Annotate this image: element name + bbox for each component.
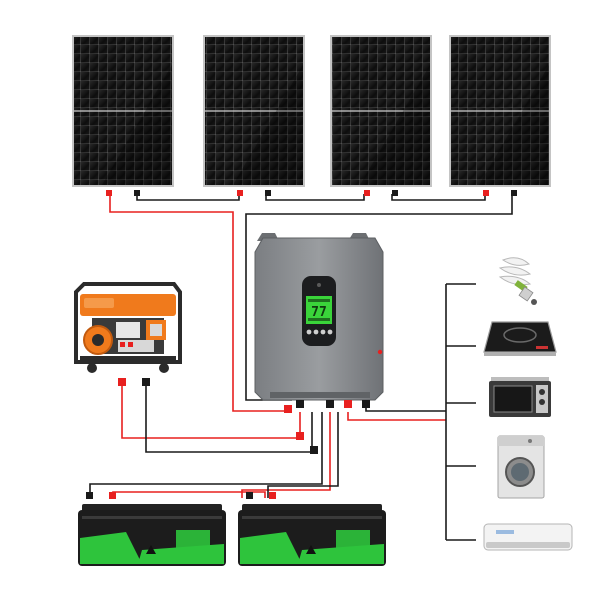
inverter-ac-negative-terminal-icon	[362, 400, 370, 408]
solar-panel	[330, 35, 432, 196]
generator-wires	[121, 384, 313, 453]
panel-negative-terminal-icon	[134, 190, 140, 196]
battery-negative-terminal-icon	[86, 492, 93, 499]
battery	[238, 492, 386, 566]
panel-negative-terminal-icon	[511, 190, 517, 196]
panel-positive-terminal-icon	[364, 190, 370, 196]
inverter-gen-negative-terminal-icon	[310, 446, 318, 454]
hybrid-inverter: 77	[254, 233, 384, 401]
generator-positive-terminal-icon	[118, 378, 126, 386]
generator-negative-terminal-icon	[142, 378, 150, 386]
battery	[78, 492, 226, 566]
battery-bank	[78, 492, 386, 566]
inverter-button-1[interactable]	[306, 329, 312, 335]
panel-positive-terminal-icon	[106, 190, 112, 196]
panel-positive-terminal-icon	[237, 190, 243, 196]
inverter-pv-positive-terminal-icon	[284, 405, 292, 413]
inverter-button-3[interactable]	[320, 329, 326, 335]
air-conditioner-icon	[483, 523, 573, 551]
battery-warning-icon	[146, 545, 156, 554]
inverter-bat-negative-terminal-icon	[326, 400, 334, 408]
inverter-button-2[interactable]	[313, 329, 319, 335]
panel-series-wires	[109, 194, 513, 412]
solar-panel	[203, 35, 305, 196]
solar-panel-array	[72, 35, 551, 196]
inverter-ac-positive-terminal-icon	[344, 400, 352, 408]
inverter-terminals	[284, 400, 370, 454]
battery-positive-terminal-icon	[109, 492, 116, 499]
battery-warning-icon	[306, 545, 316, 554]
inverter-indicator-icon	[377, 349, 383, 355]
panel-negative-terminal-icon	[392, 190, 398, 196]
washing-machine-icon	[497, 435, 545, 499]
load-wires	[347, 283, 476, 541]
battery-negative-terminal-icon	[246, 492, 253, 499]
battery-positive-terminal-icon	[269, 492, 276, 499]
light-bulb-icon	[498, 257, 537, 305]
solar-panel	[449, 35, 551, 196]
wiring	[89, 194, 513, 541]
solar-panel	[72, 35, 174, 196]
inverter-gen-positive-terminal-icon	[296, 432, 304, 440]
cooktop-icon	[483, 321, 557, 356]
panel-negative-terminal-icon	[265, 190, 271, 196]
inverter-pv-negative-terminal-icon	[296, 400, 304, 408]
panel-positive-terminal-icon	[483, 190, 489, 196]
oven-icon	[489, 377, 551, 417]
inverter-display-reading: 77	[311, 305, 327, 320]
inverter-button-4[interactable]	[327, 329, 333, 335]
generator	[74, 282, 182, 386]
ac-loads	[483, 257, 573, 551]
